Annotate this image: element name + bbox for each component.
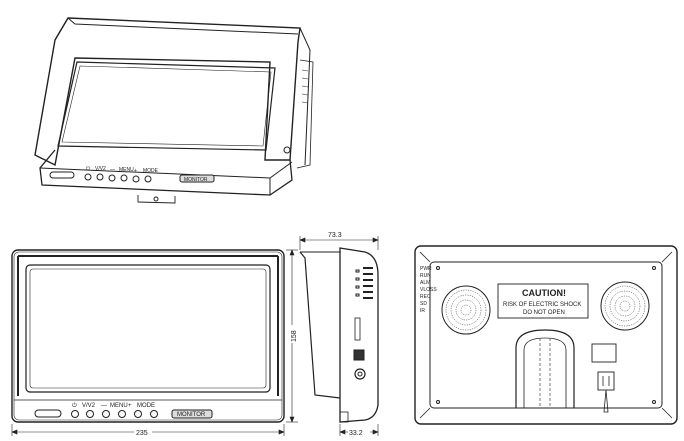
rear-indicator-labels: PWR RUN ALM VLOSS REC SD IR xyxy=(420,266,437,314)
rear-view xyxy=(414,245,678,425)
front-mode-label: MODE xyxy=(137,403,155,409)
rear-indicator-vloss: VLOSS xyxy=(420,287,437,293)
caution-label: CAUTION! RISK OF ELECTRIC SHOCK DO NOT O… xyxy=(503,288,581,316)
rear-indicator-pwr: PWR xyxy=(420,266,432,272)
front-width-label: 235 xyxy=(136,430,148,437)
front-height-label: 158 xyxy=(291,330,298,342)
rear-indicator-sd: SD xyxy=(420,301,427,307)
front-menu-label: MENU xyxy=(110,403,128,409)
front-minus-label: — xyxy=(101,403,107,409)
rear-indicator-run: RUN xyxy=(420,273,431,279)
front-button-labels: ⏻ V/V2 — MENU + MODE MONITOR xyxy=(72,402,206,418)
rear-indicator-alm: ALM xyxy=(420,280,430,286)
iso-minus-label: — xyxy=(110,167,115,173)
front-plus-label: + xyxy=(128,403,132,409)
front-v1v2-label: V/V2 xyxy=(82,403,96,409)
isometric-view xyxy=(34,17,314,204)
caution-title: CAUTION! xyxy=(522,288,566,298)
iso-plus-label: + xyxy=(134,168,137,174)
iso-menu-label: MENU xyxy=(119,167,134,173)
iso-power-label: ⏻ xyxy=(86,166,90,172)
side-depth-bottom-label: 33.2 xyxy=(349,430,363,437)
rear-indicator-ir: IR xyxy=(420,308,425,314)
front-brand-label: MONITOR xyxy=(177,412,206,418)
caution-line2: DO NOT OPEN xyxy=(523,310,565,316)
caution-line1: RISK OF ELECTRIC SHOCK xyxy=(503,302,581,308)
iso-button-labels: ⏻ V/V2 — MENU + MODE MONITOR xyxy=(86,166,208,183)
rear-indicator-rec: REC xyxy=(420,294,431,300)
front-view xyxy=(11,249,285,423)
iso-v1v2-label: V/V2 xyxy=(95,166,106,172)
front-power-label: ⏻ xyxy=(72,402,77,409)
side-view xyxy=(299,247,379,423)
side-depth-top-label: 73.3 xyxy=(328,232,342,239)
iso-brand-label: MONITOR xyxy=(184,177,208,183)
iso-mode-label: MODE xyxy=(143,168,159,174)
side-depth-top-dimension xyxy=(299,236,379,250)
